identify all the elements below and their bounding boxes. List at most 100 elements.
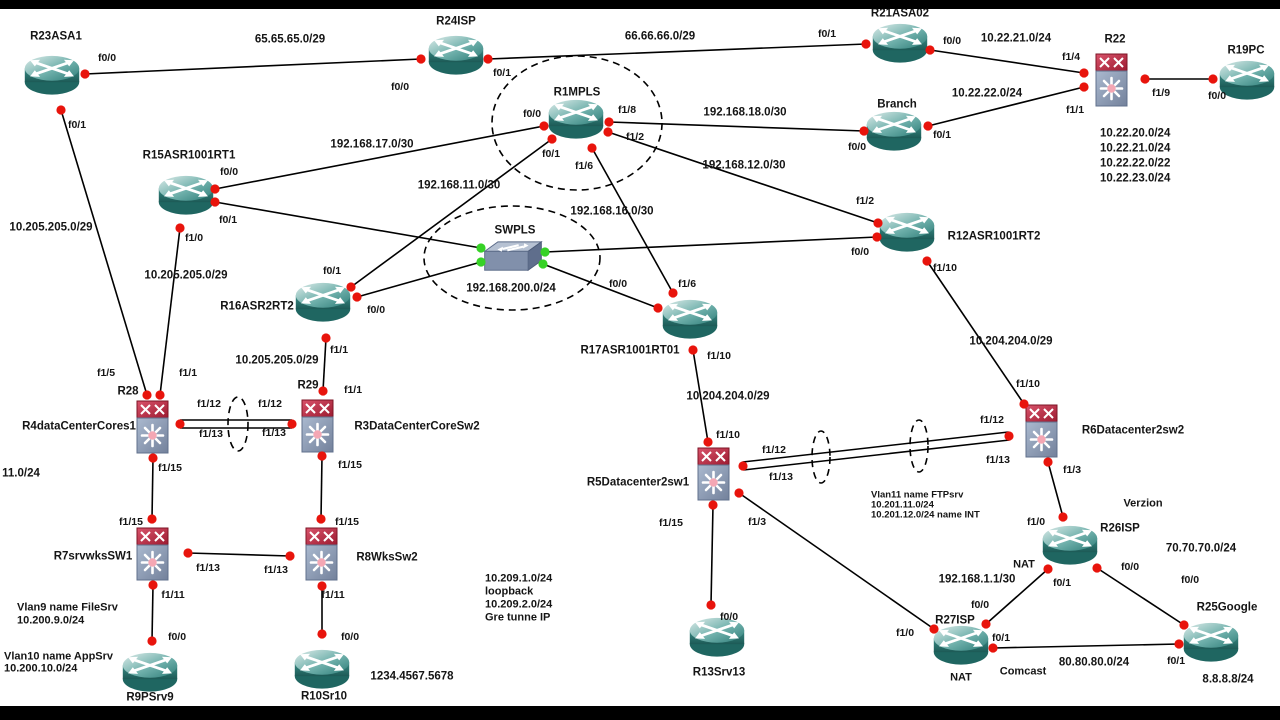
port-label: f1/4: [1061, 50, 1081, 63]
node-Branch-router-icon[interactable]: [865, 110, 923, 152]
node-R1MPLS-router-icon[interactable]: [547, 98, 605, 140]
link-endpoint-dot: [1079, 82, 1089, 92]
vlan10-note-line: 10.200.10.0/24: [4, 662, 78, 675]
etherchannel-line: [742, 431, 1009, 463]
vlan9-note-line: 10.200.9.0/24: [17, 614, 85, 627]
link-line: [591, 147, 674, 294]
port-label: f0/0: [942, 34, 962, 47]
node-R9PSrv9-router-icon[interactable]: [121, 651, 179, 693]
port-label: f1/9: [1151, 86, 1171, 99]
link-endpoint-dot: [80, 69, 90, 79]
port-label: f1/12: [980, 413, 1004, 426]
node-label-R3DataCenterCoreSw2: R3DataCenterCoreSw2: [354, 420, 480, 433]
link-endpoint-dot: [923, 121, 933, 131]
node-R29-mlswitch-icon[interactable]: [300, 398, 335, 454]
port-label: f0/0: [340, 630, 360, 643]
link-endpoint-dot: [287, 419, 297, 429]
node-label-R13Srv13: R13Srv13: [692, 666, 746, 679]
etherchannel-ellipse: [909, 419, 929, 473]
link-endpoint-dot: [476, 243, 486, 253]
link-endpoint-dot: [1179, 620, 1189, 630]
port-label: f0/0: [97, 51, 117, 64]
port-label: f0/0: [366, 303, 386, 316]
link-endpoint-dot: [653, 303, 663, 313]
node-R7srvwksSW1-mlswitch-icon[interactable]: [135, 526, 170, 582]
port-label: f1/13: [986, 453, 1010, 466]
link-line: [84, 58, 422, 75]
port-label: f1/15: [335, 515, 359, 528]
node-R8WksSw2-mlswitch-icon[interactable]: [304, 526, 339, 582]
r22-networks-line: 10.22.23.0/24: [1100, 172, 1171, 185]
node-label-R16ASR2RT2: R16ASR2RT2: [220, 300, 294, 313]
link-endpoint-dot: [175, 419, 185, 429]
node-R25Google-router-icon[interactable]: [1182, 621, 1240, 663]
network-label: 70.70.70.0/24: [1165, 542, 1237, 555]
link-endpoint-dot: [147, 636, 157, 646]
network-label: 192.168.11.0/30: [417, 179, 501, 192]
link-line: [187, 552, 291, 557]
port-label: f1/10: [716, 428, 740, 441]
node-R15ASR1001RT1-router-icon[interactable]: [157, 174, 215, 216]
link-line: [992, 643, 1180, 649]
vlan11-note-line: 10.201.11.0/24: [871, 499, 934, 511]
network-label: 66.66.66.0/29: [624, 30, 696, 43]
node-R26ISP-router-icon[interactable]: [1041, 524, 1099, 566]
etherchannel-ellipse: [227, 396, 249, 452]
node-SW-MPLS-switch-icon[interactable]: [483, 240, 543, 272]
network-label: 8.8.8.8/24: [1202, 673, 1254, 686]
port-label: f0/0: [1207, 89, 1227, 102]
port-label: f1/1: [343, 383, 363, 396]
link-endpoint-dot: [321, 333, 331, 343]
link-line: [926, 260, 1025, 405]
node-label-SW-MPLS: SWPLS: [494, 224, 536, 237]
link-endpoint-dot: [922, 256, 932, 266]
network-label: 80.80.80.0/24: [1058, 656, 1130, 669]
node-label-R17ASR1001RT01: R17ASR1001RT01: [580, 344, 680, 357]
node-R24ISP-router-icon[interactable]: [427, 34, 485, 76]
node-R23ASA1-router-icon[interactable]: [23, 54, 81, 96]
node-R19PC-router-icon[interactable]: [1218, 59, 1276, 101]
node-R21ASA02-router-icon[interactable]: [871, 22, 929, 64]
network-label: 10.204.204.0/29: [686, 390, 770, 403]
port-label: f0/0: [608, 277, 628, 290]
vlan9-note-line: Vlan9 name FileSrv: [17, 601, 118, 614]
port-label: f1/2: [855, 194, 875, 207]
link-endpoint-dot: [872, 232, 882, 242]
link-line: [710, 504, 714, 606]
network-label: 192.168.18.0/30: [703, 106, 787, 119]
mpls-cloud-ellipse: [491, 55, 663, 191]
annotation-nat: NAT: [950, 671, 972, 684]
link-line: [322, 337, 327, 392]
node-label-R24ISP: R24ISP: [436, 15, 476, 28]
node-R10Sr10-router-icon[interactable]: [293, 648, 351, 690]
link-endpoint-dot: [56, 105, 66, 115]
node-R5Datacenter2sw1-mlswitch-icon[interactable]: [696, 446, 731, 502]
node-label-R15ASR1001RT1: R15ASR1001RT1: [142, 149, 236, 162]
node-R6Datacenter2sw2-mlswitch-icon[interactable]: [1024, 403, 1059, 459]
network-label: 11.0/24: [2, 467, 40, 480]
node-R16ASR2RT2-router-icon[interactable]: [294, 281, 352, 323]
link-endpoint-dot: [708, 500, 718, 510]
node-R22-mlswitch-icon[interactable]: [1094, 52, 1129, 108]
vlan11-note-line: Vlan11 name FTPsrv: [871, 489, 964, 501]
node-R12ASR1001RT2-router-icon[interactable]: [878, 211, 936, 253]
link-endpoint-dot: [738, 461, 748, 471]
node-R17ASR1001RT01-router-icon[interactable]: [661, 298, 719, 340]
port-label: f1/1: [329, 343, 349, 356]
node-R28-mlswitch-icon[interactable]: [135, 399, 170, 455]
network-label: 192.168.1.1/30: [938, 573, 1016, 586]
link-endpoint-dot: [1079, 68, 1089, 78]
port-label: f1/10: [1016, 377, 1040, 390]
node-R27ISP-router-icon[interactable]: [932, 624, 990, 666]
port-label: f0/0: [970, 598, 990, 611]
link-endpoint-dot: [346, 282, 356, 292]
port-label: f1/6: [574, 159, 594, 172]
port-label: f1/15: [119, 515, 143, 528]
node-R13Srv13-router-icon[interactable]: [688, 616, 746, 658]
network-label: 192.168.12.0/30: [702, 159, 786, 172]
port-label: f1/3: [1062, 463, 1082, 476]
link-endpoint-dot: [1140, 74, 1150, 84]
node-label-R1MPLS: R1MPLS: [553, 86, 601, 99]
network-label: 10.205.205.0/29: [9, 221, 93, 234]
link-endpoint-dot: [873, 218, 883, 228]
